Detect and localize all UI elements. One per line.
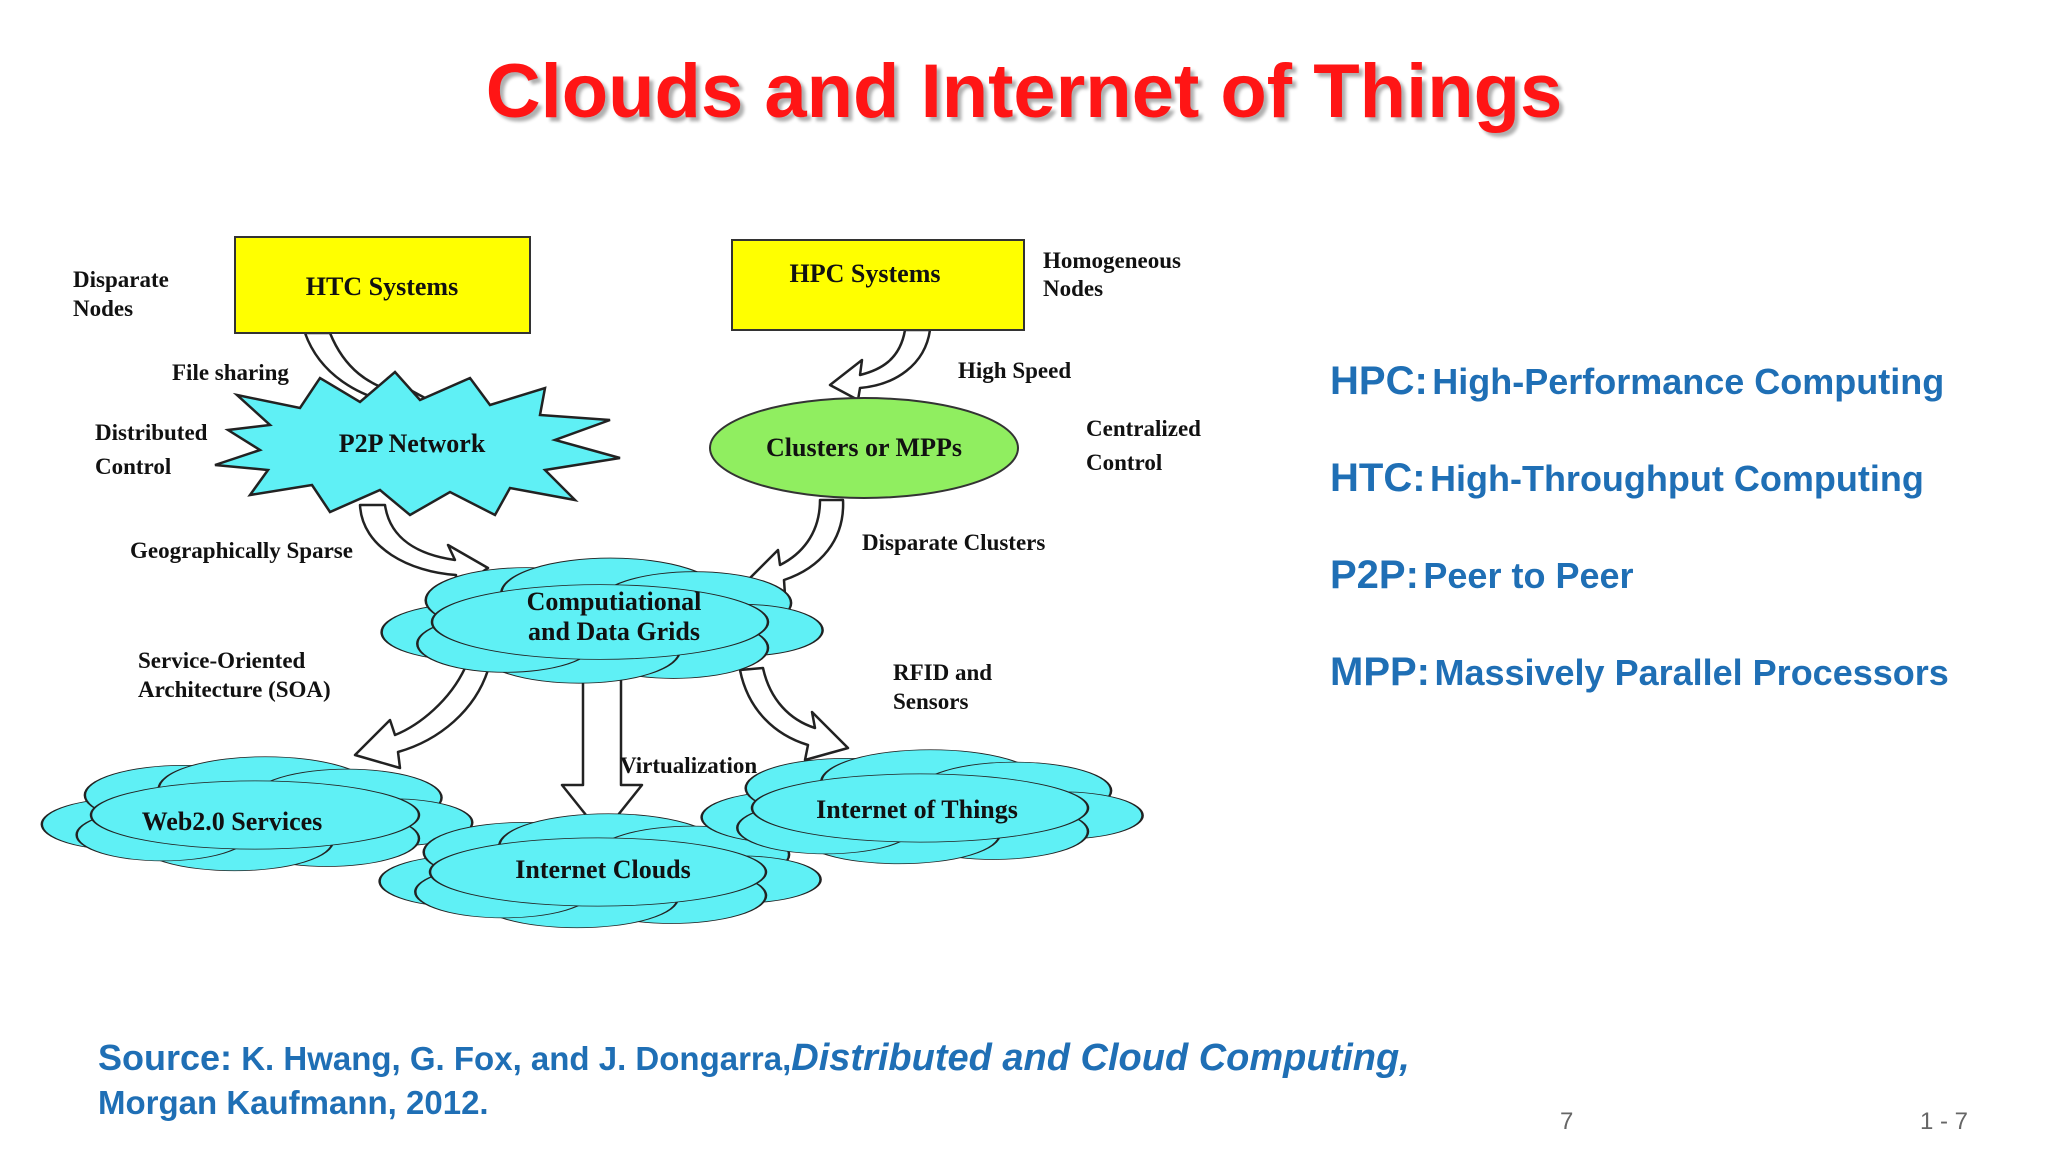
page-number-center: 7: [1560, 1108, 1574, 1135]
definition-htc-abbr: HTC:: [1330, 456, 1426, 500]
hpc-systems-box: [731, 239, 1025, 331]
source-book-title: Distributed and Cloud Computing,: [791, 1037, 1410, 1079]
p2p-network-burst: [214, 370, 621, 517]
page-number-right: 1 - 7: [1920, 1108, 1969, 1135]
grids-label-line1: Computiational: [527, 587, 702, 616]
homogeneous-nodes-label-1: Homogeneous: [1043, 248, 1181, 273]
arrow-hpc-to-clusters: [828, 328, 932, 402]
definition-htc-full: High-Throughput Computing: [1429, 458, 1924, 499]
disparate-clusters-label: Disparate Clusters: [862, 530, 1045, 555]
arrow-grids-to-web2: [353, 666, 490, 770]
page-title: Clouds and Internet of Things: [485, 49, 1563, 134]
grids-label-line2: and Data Grids: [528, 617, 700, 646]
centralized-control-label-1: Centralized: [1086, 416, 1201, 441]
hpc-systems-label: HPC Systems: [790, 259, 941, 288]
file-sharing-label: File sharing: [172, 360, 289, 385]
disparate-nodes-label-2: Nodes: [73, 296, 133, 321]
source-citation: Source: K. Hwang, G. Fox, and J. Dongarr…: [98, 1036, 1598, 1125]
definition-hpc-abbr: HPC:: [1330, 359, 1428, 403]
soa-label-2: Architecture (SOA): [138, 677, 331, 702]
clusters-or-mpps-label: Clusters or MPPs: [766, 433, 962, 462]
definition-hpc-full: High-Performance Computing: [1432, 361, 1945, 402]
source-authors: K. Hwang, G. Fox, and J. Dongarra,: [241, 1040, 792, 1077]
definition-hpc: HPC: High-Performance Computing: [1330, 350, 2010, 421]
clusters-or-mpps-ellipse: [709, 397, 1019, 499]
rfid-sensors-label-1: RFID and: [893, 660, 992, 685]
disparate-nodes-label-1: Disparate: [73, 267, 169, 292]
definition-p2p-full: Peer to Peer: [1423, 555, 1634, 596]
definitions-list: HPC: High-Performance Computing HTC: Hig…: [1330, 350, 2010, 738]
internet-clouds-label: Internet Clouds: [515, 855, 691, 884]
source-label: Source:: [98, 1037, 233, 1078]
source-publisher: Morgan Kaufmann, 2012.: [98, 1084, 489, 1121]
web2-services-label: Web2.0 Services: [142, 807, 323, 836]
definition-mpp-abbr: MPP:: [1330, 650, 1430, 694]
iot-label: Internet of Things: [816, 795, 1018, 824]
geographically-sparse-label: Geographically Sparse: [130, 538, 353, 563]
definition-mpp-full: Massively Parallel Processors: [1434, 652, 1949, 693]
definition-mpp: MPP: Massively Parallel Processors: [1330, 641, 2010, 712]
htc-systems-box: [234, 236, 531, 334]
htc-systems-label: HTC Systems: [306, 272, 458, 301]
soa-label-1: Service-Oriented: [138, 648, 306, 673]
definition-p2p-abbr: P2P:: [1330, 553, 1419, 597]
distributed-control-label-1: Distributed: [95, 420, 208, 445]
p2p-network-label: P2P Network: [339, 429, 486, 458]
arrow-grids-to-iot: [738, 666, 850, 762]
distributed-control-label-2: Control: [95, 454, 171, 479]
definition-htc: HTC: High-Throughput Computing: [1330, 447, 2010, 518]
definition-p2p: P2P: Peer to Peer: [1330, 544, 2010, 615]
high-speed-label: High Speed: [958, 358, 1071, 383]
homogeneous-nodes-label-2: Nodes: [1043, 276, 1103, 301]
arrow-grids-to-internet-clouds: [560, 666, 644, 837]
virtualization-label: Virtualization: [620, 753, 757, 778]
centralized-control-label-2: Control: [1086, 450, 1162, 475]
rfid-sensors-label-2: Sensors: [893, 689, 968, 714]
